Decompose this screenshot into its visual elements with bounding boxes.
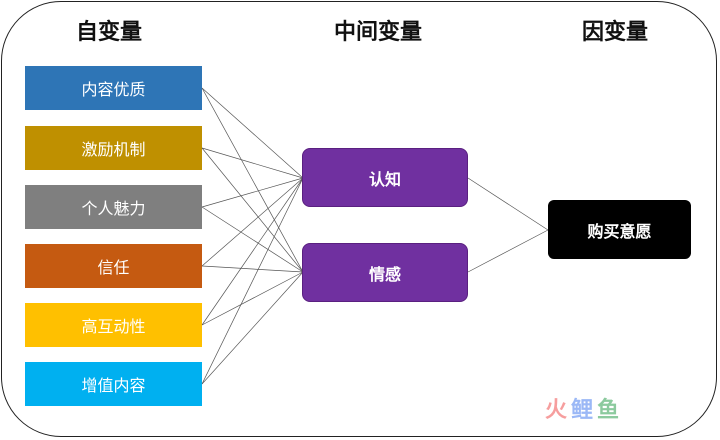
header-dependent: 因变量 [582, 20, 649, 45]
header-mediator: 中间变量 [334, 20, 423, 45]
connector-line [467, 229, 549, 273]
header-independent: 自变量 [76, 20, 143, 45]
connector-line [201, 177, 304, 385]
node-value-added: 增值内容 [25, 362, 202, 406]
connector-line [201, 87, 304, 179]
connector-line [201, 177, 304, 326]
connector-line [201, 87, 304, 273]
node-incentive: 激励机制 [25, 126, 202, 170]
connector-line [201, 206, 304, 273]
connector-line [467, 177, 549, 231]
connector-line [201, 177, 304, 267]
node-purchase-intention: 购买意愿 [548, 200, 691, 259]
node-interactivity: 高互动性 [25, 303, 202, 347]
node-charisma: 个人魅力 [25, 185, 202, 229]
node-content-quality: 内容优质 [25, 66, 202, 110]
node-emotion: 情感 [302, 243, 468, 302]
connector-line [201, 147, 304, 273]
connector-line [201, 147, 304, 179]
connector-line [201, 271, 304, 326]
node-cognition: 认知 [302, 148, 468, 207]
connector-line [201, 177, 304, 208]
connector-line [201, 271, 304, 385]
node-trust: 信任 [25, 244, 202, 288]
watermark-logo: 火鲤鱼 [545, 398, 624, 423]
connector-line [201, 265, 304, 273]
